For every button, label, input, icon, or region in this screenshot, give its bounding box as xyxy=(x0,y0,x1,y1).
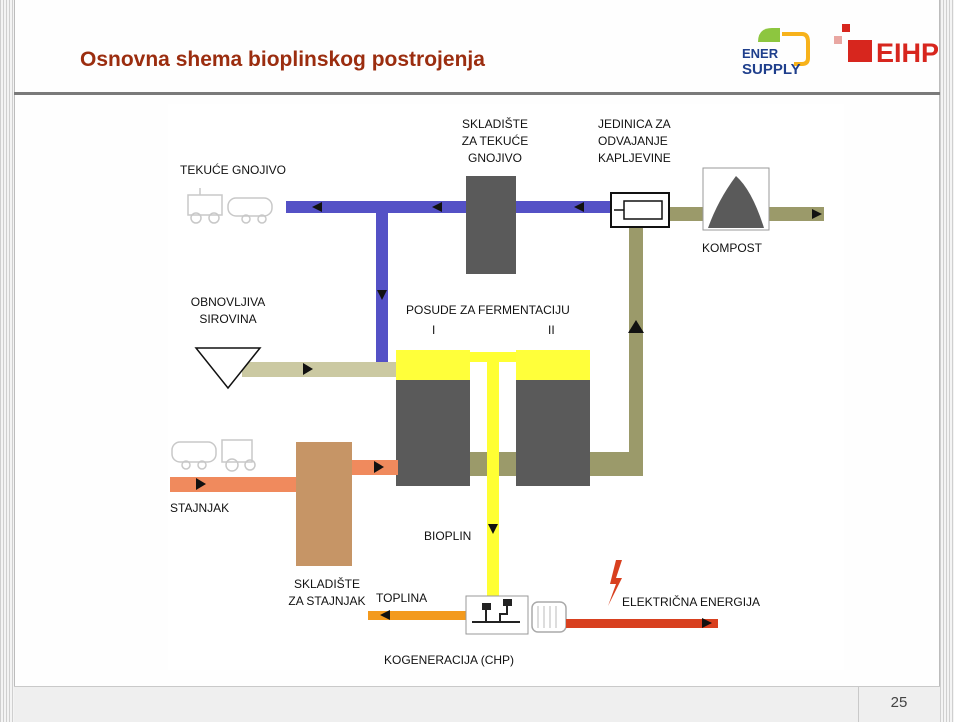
label-separator-3: KAPLJEVINE xyxy=(598,151,671,165)
enersupply-line2: SUPPLY xyxy=(742,61,801,78)
vessel-1-gas-cap xyxy=(396,350,470,380)
label-vessel-2: II xyxy=(548,323,555,337)
eihp-wordmark: EIHP xyxy=(876,38,938,68)
digestate-flow-up xyxy=(629,222,643,472)
label-liquid-storage-3: GNOJIVO xyxy=(468,151,522,165)
tractor-tanker-icon xyxy=(187,188,273,224)
manure-flow-in xyxy=(170,477,296,492)
arrow-left-icon xyxy=(312,202,322,212)
electric-flow xyxy=(566,619,718,628)
arrow-left-icon xyxy=(432,202,442,212)
liquid-storage-tank xyxy=(466,176,516,274)
eihp-square-big-icon xyxy=(848,40,872,62)
separator-unit-icon xyxy=(610,192,670,228)
label-liquid-storage-1: SKLADIŠTE xyxy=(462,116,528,131)
lightning-icon xyxy=(608,560,622,606)
label-compost: KOMPOST xyxy=(702,241,763,255)
arrow-down-icon xyxy=(377,290,387,300)
arrow-left-icon xyxy=(574,202,584,212)
liquid-flow-main xyxy=(286,201,616,213)
compost-feed-flow xyxy=(670,207,704,221)
label-separator-1: JEDINICA ZA xyxy=(598,117,671,131)
label-heat: TOPLINA xyxy=(376,591,427,605)
eihp-square-pink-icon xyxy=(834,36,842,44)
label-separator-2: ODVAJANJE xyxy=(598,134,668,148)
generator-icon xyxy=(531,601,567,633)
biogas-flow xyxy=(487,360,499,600)
enersupply-leaf-icon xyxy=(758,28,780,42)
manure-storage xyxy=(296,442,352,566)
feedstock-flow xyxy=(242,362,396,377)
slide-title: Osnovna shema bioplinskog postrojenja xyxy=(80,48,485,71)
slide-footer xyxy=(14,686,940,722)
slide-edge-right xyxy=(940,0,954,722)
label-manure: STAJNJAK xyxy=(170,501,229,515)
enersupply-line1: ENER xyxy=(742,46,779,61)
label-chp: KOGENERACIJA (CHP) xyxy=(384,653,514,667)
slide-edge-left xyxy=(0,0,14,722)
eihp-square-small-icon xyxy=(842,24,850,32)
label-vessel-1: I xyxy=(432,323,435,337)
page-number: 25 xyxy=(890,694,908,711)
label-electricity: ELEKTRIČNA ENERGIJA xyxy=(622,594,760,609)
label-manure-storage-1: SKLADIŠTE xyxy=(294,576,360,591)
arrow-down-icon xyxy=(488,524,498,534)
label-liquid-storage-2: ZA TEKUĆE xyxy=(462,133,528,148)
arrow-right-icon xyxy=(812,209,822,219)
arrow-up-icon xyxy=(628,320,644,333)
header-rule xyxy=(14,92,940,95)
enersupply-sun-icon xyxy=(782,32,810,66)
arrow-right-icon xyxy=(196,478,206,490)
label-fermentation: POSUDE ZA FERMENTACIJU xyxy=(406,303,570,317)
arrow-right-icon xyxy=(702,618,712,628)
label-manure-storage-2: ZA STAJNJAK xyxy=(288,594,365,608)
tractor-trailer-icon xyxy=(171,439,256,472)
liquid-flow-down xyxy=(376,207,388,365)
digestate-flow-out xyxy=(590,452,643,476)
label-liquid-manure: TEKUĆE GNOJIVO xyxy=(180,162,286,177)
label-renewable-1: OBNOVLJIVA xyxy=(191,295,265,309)
fermentation-vessel-1 xyxy=(396,380,470,486)
arrow-right-icon xyxy=(374,461,384,473)
eihp-logo: EIHP xyxy=(834,24,938,68)
arrow-right-icon xyxy=(303,363,313,375)
label-renewable-2: SIROVINA xyxy=(199,312,256,326)
biogas-connector xyxy=(470,352,516,362)
heat-flow xyxy=(368,611,466,620)
page-number-box xyxy=(858,686,941,722)
funnel-icon xyxy=(194,347,262,390)
enersupply-logo: ENER SUPPLY xyxy=(742,28,810,78)
fermentation-vessel-2 xyxy=(516,380,590,486)
vessel-2-gas-cap xyxy=(516,350,590,380)
arrow-left-icon xyxy=(380,610,390,620)
compost-heap-icon xyxy=(702,167,770,231)
compost-out-flow xyxy=(768,207,824,221)
chp-unit-icon xyxy=(465,595,529,635)
label-biogas: BIOPLIN xyxy=(424,529,471,543)
